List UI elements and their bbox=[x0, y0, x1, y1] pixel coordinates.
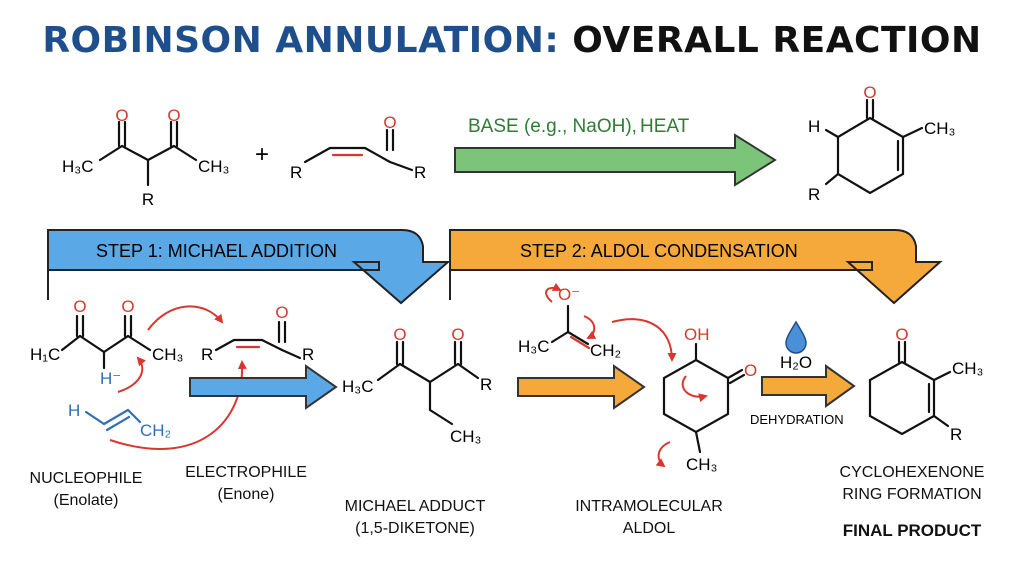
curly-arrow-nucleophile-attack bbox=[147, 305, 224, 331]
curly-arrow-to-ring bbox=[611, 318, 677, 362]
caption-nucleophile-line2: (Enolate) bbox=[53, 492, 119, 509]
adduct-r: R bbox=[480, 375, 492, 394]
product-methyl: CH₃ bbox=[924, 119, 955, 138]
caption-electrophile: ELECTROPHILE (Enone) bbox=[176, 462, 316, 506]
aldol-hydroxyl: OH bbox=[684, 325, 710, 344]
caption-intramolecular: INTRAMOLECULAR ALDOL bbox=[574, 496, 724, 540]
product-r: R bbox=[808, 185, 820, 204]
caption-intramolecular-line2: ALDOL bbox=[622, 520, 676, 537]
step1-forward-arrow bbox=[189, 364, 338, 410]
nucleophile-oxygen-1: O bbox=[73, 297, 86, 316]
water-droplet-icon bbox=[785, 320, 807, 354]
electrophile-r-right: R bbox=[302, 345, 314, 364]
plus-sign: + bbox=[255, 141, 269, 168]
product-oxygen: O bbox=[863, 83, 876, 102]
final-oxygen: O bbox=[895, 325, 908, 344]
caption-ring-line1: CYCLOHEXENONE bbox=[839, 464, 985, 481]
diketone-oxygen-2: O bbox=[167, 106, 180, 125]
caption-final-product: FINAL PRODUCT bbox=[842, 521, 982, 540]
caption-nucleophile-line1: NUCLEOPHILE bbox=[29, 470, 143, 487]
enone-r-left: R bbox=[290, 163, 302, 182]
electrophile-r-left: R bbox=[201, 345, 213, 364]
page-title: ROBINSON ANNULATION: OVERALL REACTION bbox=[0, 20, 1024, 61]
caption-adduct-line1: MICHAEL ADDUCT bbox=[344, 498, 486, 515]
step1-label: STEP 1: MICHAEL ADDITION bbox=[96, 241, 337, 261]
step1-banner-arrow bbox=[47, 229, 451, 305]
aldol-oxygen: O bbox=[744, 361, 757, 380]
adduct-oxygen-1: O bbox=[393, 325, 406, 344]
nucleophile-left-methyl: H₁C bbox=[30, 345, 60, 364]
diketone-left-methyl: H₃C bbox=[62, 157, 93, 176]
nucleophile-oxygen-2: O bbox=[121, 297, 134, 316]
nucleophile-right-methyl: CH₃ bbox=[152, 345, 183, 364]
step2-banner-arrow bbox=[449, 229, 943, 305]
condition-heat: HEAT bbox=[640, 116, 690, 137]
curly-arrow-ring-2 bbox=[655, 441, 671, 468]
curly-arrow-ring-1 bbox=[681, 375, 708, 403]
caption-ring-formation: CYCLOHEXENONE RING FORMATION bbox=[832, 462, 992, 506]
overall-product-ring bbox=[824, 98, 924, 195]
michael-adduct-structure bbox=[376, 340, 480, 426]
curly-arrow-enolate-2 bbox=[583, 315, 597, 339]
enone-oxygen: O bbox=[383, 113, 396, 132]
adduct-ethyl-methyl: CH₃ bbox=[450, 427, 481, 446]
aldol-methyl: CH₃ bbox=[686, 455, 717, 474]
diketone-oxygen-1: O bbox=[115, 106, 128, 125]
step2-label: STEP 2: ALDOL CONDENSATION bbox=[520, 241, 798, 261]
water-label: H₂O bbox=[780, 353, 812, 372]
diketone-substituent: R bbox=[142, 190, 154, 209]
overall-diketone bbox=[98, 120, 198, 187]
final-r: R bbox=[950, 425, 962, 444]
enolate-ch2: CH₂ bbox=[590, 341, 621, 360]
vinyl-fragment bbox=[84, 408, 142, 432]
enolate-fragment bbox=[550, 304, 591, 350]
nucleophile-hydride: H⁻ bbox=[100, 369, 121, 388]
vinyl-ch2: CH₂ bbox=[140, 421, 171, 440]
overall-reaction-arrow bbox=[454, 133, 777, 187]
caption-adduct-line2: (1,5-DIKETONE) bbox=[355, 520, 475, 537]
vinyl-hydrogen: H bbox=[68, 401, 80, 420]
caption-michael-adduct: MICHAEL ADDUCT (1,5-DIKETONE) bbox=[330, 496, 500, 540]
electrophile-oxygen: O bbox=[275, 303, 288, 322]
step2-forward-arrow-1 bbox=[517, 364, 646, 410]
condition-base: BASE (e.g., NaOH), bbox=[468, 116, 637, 137]
electrophile-structure bbox=[214, 320, 302, 360]
curly-arrow-vinyl bbox=[109, 360, 247, 450]
title-part-1: ROBINSON ANNULATION: bbox=[42, 20, 560, 61]
adduct-left-methyl: H₃C bbox=[342, 377, 373, 396]
dehydration-arrow bbox=[761, 364, 856, 408]
caption-ring-line2: RING FORMATION bbox=[842, 486, 982, 503]
caption-intramolecular-line1: INTRAMOLECULAR bbox=[575, 498, 723, 515]
nucleophile-structure bbox=[60, 314, 152, 370]
final-product-ring bbox=[868, 340, 952, 436]
adduct-oxygen-2: O bbox=[451, 325, 464, 344]
caption-nucleophile: NUCLEOPHILE (Enolate) bbox=[26, 468, 146, 512]
dehydration-label: DEHYDRATION bbox=[750, 412, 844, 427]
enolate-left-methyl: H₃C bbox=[518, 337, 549, 356]
curly-arrow-enolate-1 bbox=[545, 282, 562, 303]
final-methyl: CH₃ bbox=[952, 359, 983, 378]
diketone-right-methyl: CH₃ bbox=[198, 157, 229, 176]
caption-electrophile-line1: ELECTROPHILE bbox=[185, 464, 307, 481]
title-part-2: OVERALL REACTION bbox=[572, 20, 982, 61]
enolate-oxide: O⁻ bbox=[558, 285, 580, 304]
product-hydrogen: H bbox=[808, 117, 820, 136]
curly-arrow-hydride bbox=[117, 356, 146, 393]
aldol-ring-structure bbox=[662, 342, 746, 454]
overall-enone bbox=[303, 128, 414, 172]
caption-electrophile-line2: (Enone) bbox=[217, 486, 275, 503]
enone-r-right: R bbox=[414, 163, 426, 182]
